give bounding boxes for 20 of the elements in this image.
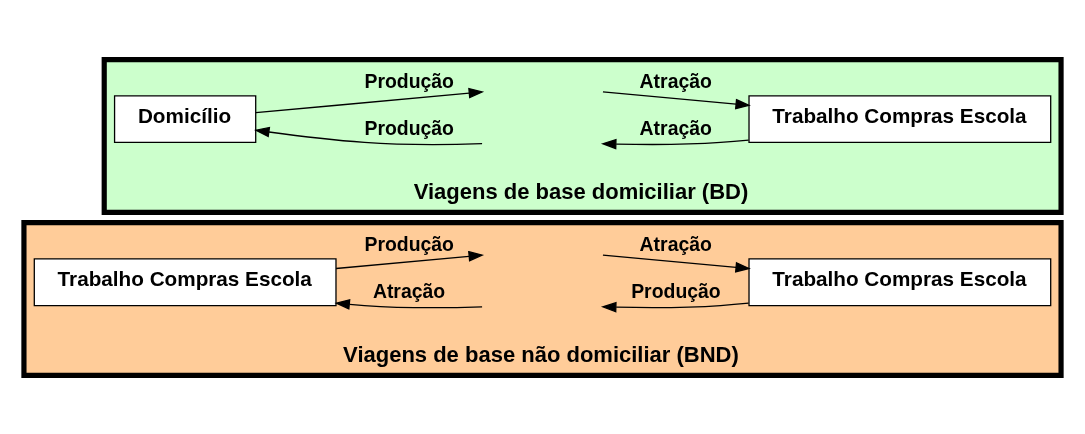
edge-label: Produção [364,116,454,139]
arrow [255,87,485,113]
edge-label: Produção [364,232,454,255]
node-box: Trabalho Compras Escola [748,257,1052,306]
arrow [335,250,485,269]
edge-label: Atração [372,279,446,302]
edge-label: Produção [631,279,721,302]
arrow [334,298,483,310]
arrow [600,138,750,149]
edge-label: Atração [639,69,712,92]
edge-label: Produção [364,69,454,92]
edge-label: Atração [639,232,712,255]
arrow [254,126,483,145]
node-box: Trabalho Compras Escola [748,94,1052,143]
node-box: Trabalho Compras Escola [33,257,337,306]
node-box: Domicílio [113,94,257,143]
arrow [602,90,751,109]
arrow [602,253,751,273]
arrow [600,301,750,313]
edge-label: Atração [639,116,712,139]
